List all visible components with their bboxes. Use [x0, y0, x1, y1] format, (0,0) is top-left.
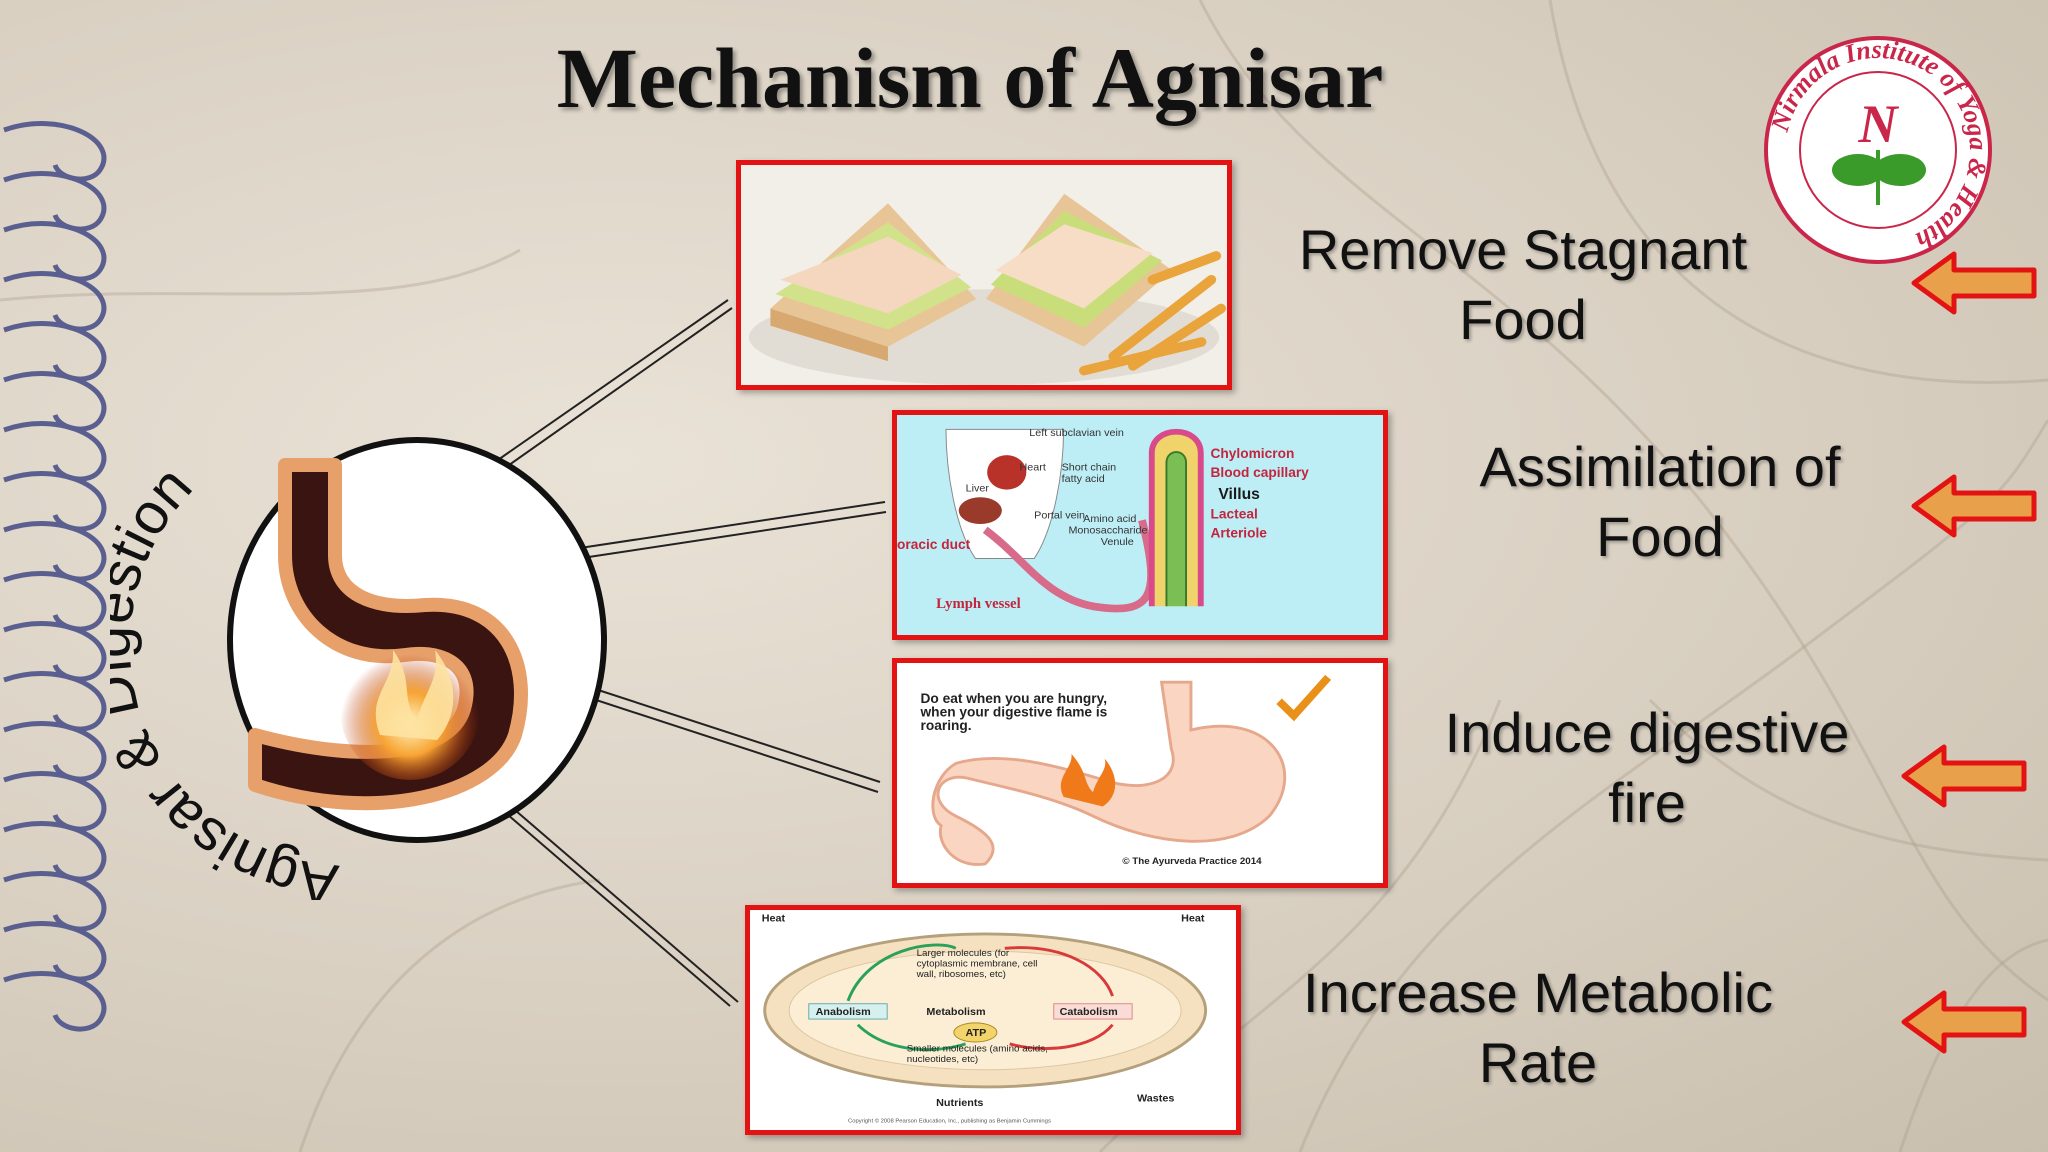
assimilation-diagram: Left subclavian vein Heart Liver Short c…	[892, 410, 1388, 640]
svg-text:Monosaccharide: Monosaccharide	[1068, 525, 1147, 537]
svg-text:Metabolism: Metabolism	[926, 1006, 985, 1018]
svg-text:Heat: Heat	[1181, 913, 1205, 925]
sandwich-image	[736, 160, 1232, 390]
svg-text:© The Ayurveda Practice 2014: © The Ayurveda Practice 2014	[1122, 856, 1262, 867]
svg-text:ATP: ATP	[966, 1027, 987, 1039]
svg-text:Portal vein: Portal vein	[1034, 509, 1085, 521]
svg-text:Wastes: Wastes	[1137, 1092, 1174, 1104]
svg-text:Arteriole: Arteriole	[1211, 526, 1268, 541]
svg-text:Venule: Venule	[1101, 536, 1134, 548]
svg-text:Blood capillary: Blood capillary	[1211, 465, 1310, 480]
svg-text:Amino acid: Amino acid	[1083, 513, 1136, 525]
svg-text:Lymph vessel: Lymph vessel	[936, 596, 1020, 612]
svg-text:Anabolism: Anabolism	[816, 1006, 871, 1018]
svg-text:N: N	[1858, 94, 1900, 154]
svg-text:Chylomicron: Chylomicron	[1211, 446, 1295, 461]
svg-text:Heat: Heat	[762, 913, 786, 925]
left-arrow-icon	[1911, 474, 2037, 538]
institute-logo: Nirmala Institute of Yoga & Health N	[1764, 35, 1993, 264]
svg-text:Heart: Heart	[1019, 462, 1045, 474]
spiral-binding	[3, 121, 107, 1032]
digestive-fire-image: Do eat when you are hungry, when your di…	[892, 658, 1388, 888]
svg-text:Liver: Liver	[966, 483, 990, 495]
effect-label-metabolic-rate: Increase Metabolic Rate	[1302, 961, 1773, 1094]
effect-label-digestive-fire: Induce digestive fire	[1444, 701, 1850, 834]
svg-text:Villus: Villus	[1218, 486, 1260, 503]
slide-title: Mechanism of Agnisar	[556, 30, 1384, 126]
left-arrow-icon	[1901, 744, 2027, 808]
svg-text:Short chain: Short chain	[1062, 462, 1117, 474]
svg-text:Nutrients: Nutrients	[936, 1097, 983, 1109]
stomach-fire-circle	[227, 437, 607, 843]
metabolism-diagram: Heat Heat Anabolism Metabolism Catabolis…	[745, 905, 1241, 1135]
left-arrow-icon	[1901, 990, 2027, 1054]
svg-text:fatty acid: fatty acid	[1062, 473, 1105, 485]
svg-text:Left subclavian vein: Left subclavian vein	[1029, 427, 1124, 439]
left-arrow-icon	[1911, 251, 2037, 315]
effect-label-assimilation: Assimilation of Food	[1479, 435, 1841, 568]
svg-text:Copyright © 2008 Pearson Educa: Copyright © 2008 Pearson Education, Inc.…	[848, 1117, 1051, 1124]
svg-text:Lacteal: Lacteal	[1211, 506, 1258, 521]
svg-text:Agnisar & Digestion: Agnisar & Digestion	[110, 454, 342, 900]
effect-label-stagnant-food: Remove Stagnant Food	[1298, 218, 1748, 351]
svg-text:oracic duct: oracic duct	[897, 537, 971, 552]
svg-text:Catabolism: Catabolism	[1060, 1006, 1118, 1018]
agnisar-digestion-label: Agnisar & Digestion	[110, 454, 342, 900]
